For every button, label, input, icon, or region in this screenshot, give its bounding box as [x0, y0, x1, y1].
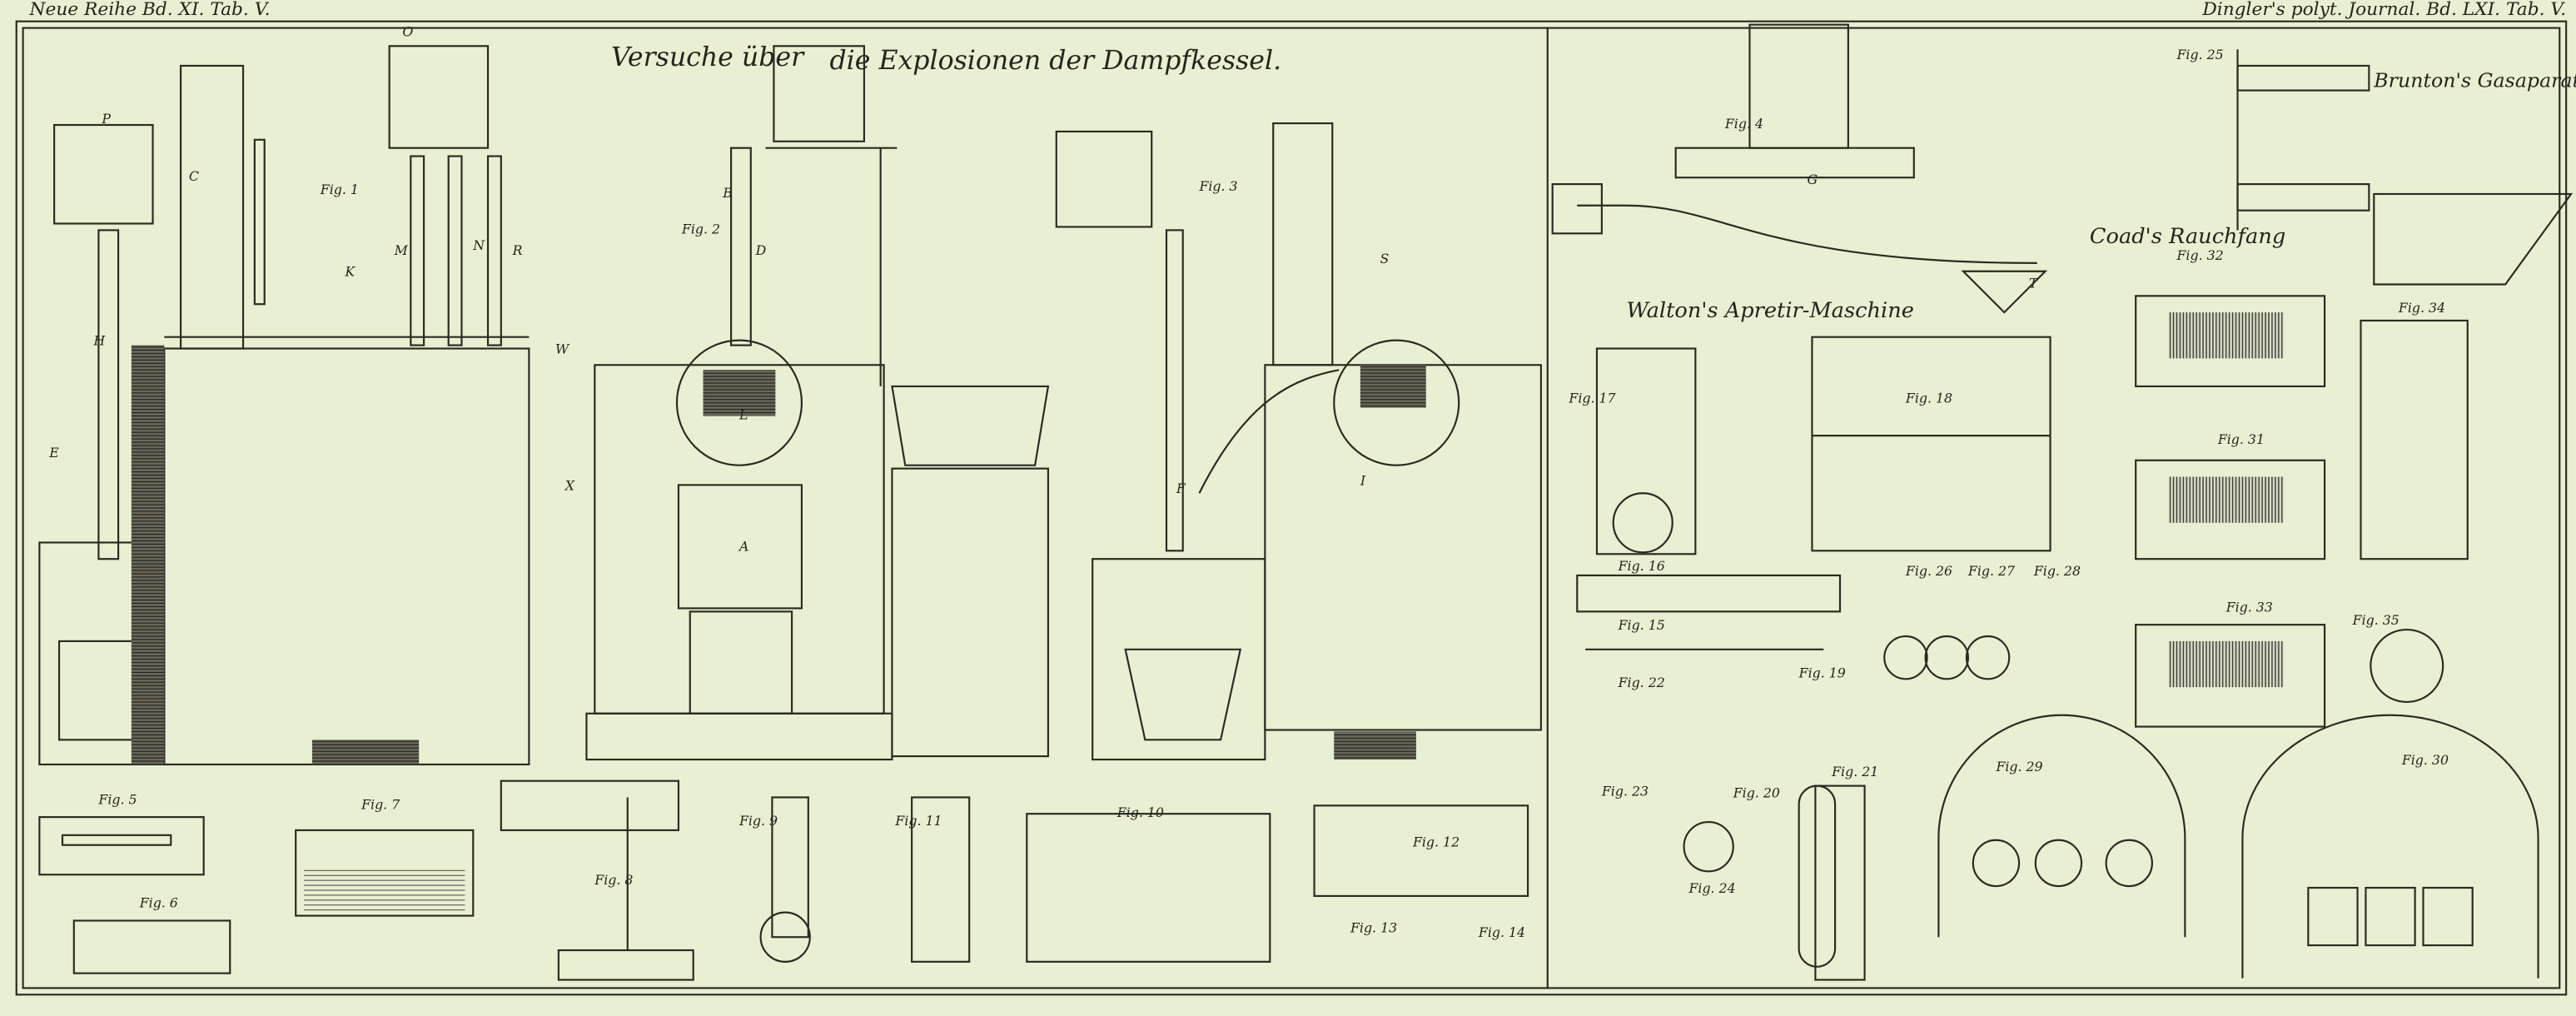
figure-2-boiler — [585, 45, 1050, 761]
part-letter: R — [512, 242, 523, 258]
part-letter: E — [48, 445, 59, 461]
part-letter: K — [344, 264, 356, 280]
part-letter: W — [555, 341, 570, 356]
figure-label: Fig. 14 — [1478, 924, 1525, 940]
figure-label: Fig. 13 — [1350, 919, 1397, 935]
part-letter: P — [101, 111, 111, 127]
figure-4-machine — [1551, 23, 2048, 314]
part-letter: L — [738, 406, 748, 422]
right-column-drawings — [1937, 49, 2574, 979]
figure-label: Fig. 8 — [594, 872, 633, 888]
title-right: die Explosionen der Dampfkessel. — [829, 46, 1281, 76]
figure-label: Fig. 34 — [2398, 300, 2445, 316]
part-letter: B — [722, 185, 733, 201]
title-brunton: Brunton's Gasaparat — [2373, 69, 2576, 92]
title-walton: Walton's Apretir-Maschine — [1626, 298, 1913, 323]
figure-label: Fig. 26 — [1905, 563, 1952, 579]
title-left: Versuche über — [611, 42, 805, 72]
figure-label: Fig. 19 — [1798, 665, 1846, 680]
figure-label: Fig. 25 — [2176, 47, 2224, 62]
part-letter: X — [564, 477, 575, 493]
part-letter: C — [189, 168, 199, 184]
header-left: Neue Reihe Bd. XI. Tab. V. — [29, 0, 271, 20]
figure-label: Fig. 21 — [1831, 764, 1878, 779]
figure-label: Fig. 12 — [1412, 834, 1460, 850]
part-letter: N — [472, 237, 485, 253]
figure-label: Fig. 28 — [2033, 563, 2081, 579]
part-letter: M — [394, 242, 409, 258]
lower-left-drawings — [38, 779, 1529, 981]
part-letter: O — [402, 23, 413, 39]
figure-label: Fig. 23 — [1601, 783, 1649, 799]
figure-label: Fig. 15 — [1618, 617, 1665, 633]
figure-label: Fig. 22 — [1618, 675, 1665, 690]
part-letter: G — [1808, 172, 1818, 187]
figure-label: Fig. 5 — [97, 791, 137, 807]
title-coad: Coad's Rauchfang — [2090, 224, 2285, 249]
figure-label: Fig. 33 — [2225, 599, 2273, 615]
figure-1-boiler — [38, 45, 530, 766]
part-letter: I — [1360, 472, 1366, 488]
figure-label: Fig. 11 — [894, 813, 942, 829]
part-letters: P C O K M N R H E W X A B D L F S I G T — [48, 23, 2039, 554]
part-letter: A — [738, 538, 748, 554]
header-right: Dingler's polyt. Journal. Bd. LXI. Tab. … — [2201, 0, 2566, 20]
part-letter: D — [755, 242, 767, 258]
figure-label: Fig. 20 — [1733, 784, 1780, 800]
part-letter: H — [92, 333, 105, 349]
plate-frame — [15, 20, 2568, 996]
figure-label: Fig. 6 — [139, 895, 178, 911]
figure-label: Fig. 3 — [1198, 178, 1237, 194]
plate-inner-frame — [22, 27, 2561, 989]
figure-label: Fig. 9 — [738, 813, 778, 829]
figure-label: Fig. 2 — [681, 221, 720, 237]
figure-label: Fig. 32 — [2176, 247, 2224, 263]
figure-label: Fig. 4 — [1724, 116, 1763, 132]
figure-label: Fig. 18 — [1905, 391, 1952, 406]
walton-machine-drawings — [1576, 336, 2051, 981]
figure-label: Fig. 7 — [361, 796, 400, 812]
figure-label: Fig. 35 — [2352, 612, 2399, 628]
figure-label: Fig. 1 — [320, 182, 359, 197]
figure-label: Fig. 17 — [1568, 391, 1615, 406]
part-letter: F — [1176, 481, 1186, 496]
part-letter: T — [2029, 275, 2039, 291]
figure-3-boiler — [1055, 122, 1542, 761]
figure-label: Fig. 31 — [2217, 431, 2265, 447]
figure-label: Fig. 29 — [1995, 759, 2042, 774]
figure-label: Fig. 10 — [1116, 804, 1164, 820]
part-letter: S — [1380, 251, 1390, 266]
figure-label: Fig. 27 — [1967, 563, 2015, 579]
figure-label: Fig. 16 — [1618, 558, 1665, 574]
figure-label: Fig. 24 — [1688, 880, 1735, 896]
figure-label: Fig. 30 — [2401, 752, 2449, 768]
figure-labels: Fig. 1 Fig. 2 Fig. 3 Fig. 4 Fig. 5 Fig. 6 Fig.… — [97, 47, 2449, 940]
